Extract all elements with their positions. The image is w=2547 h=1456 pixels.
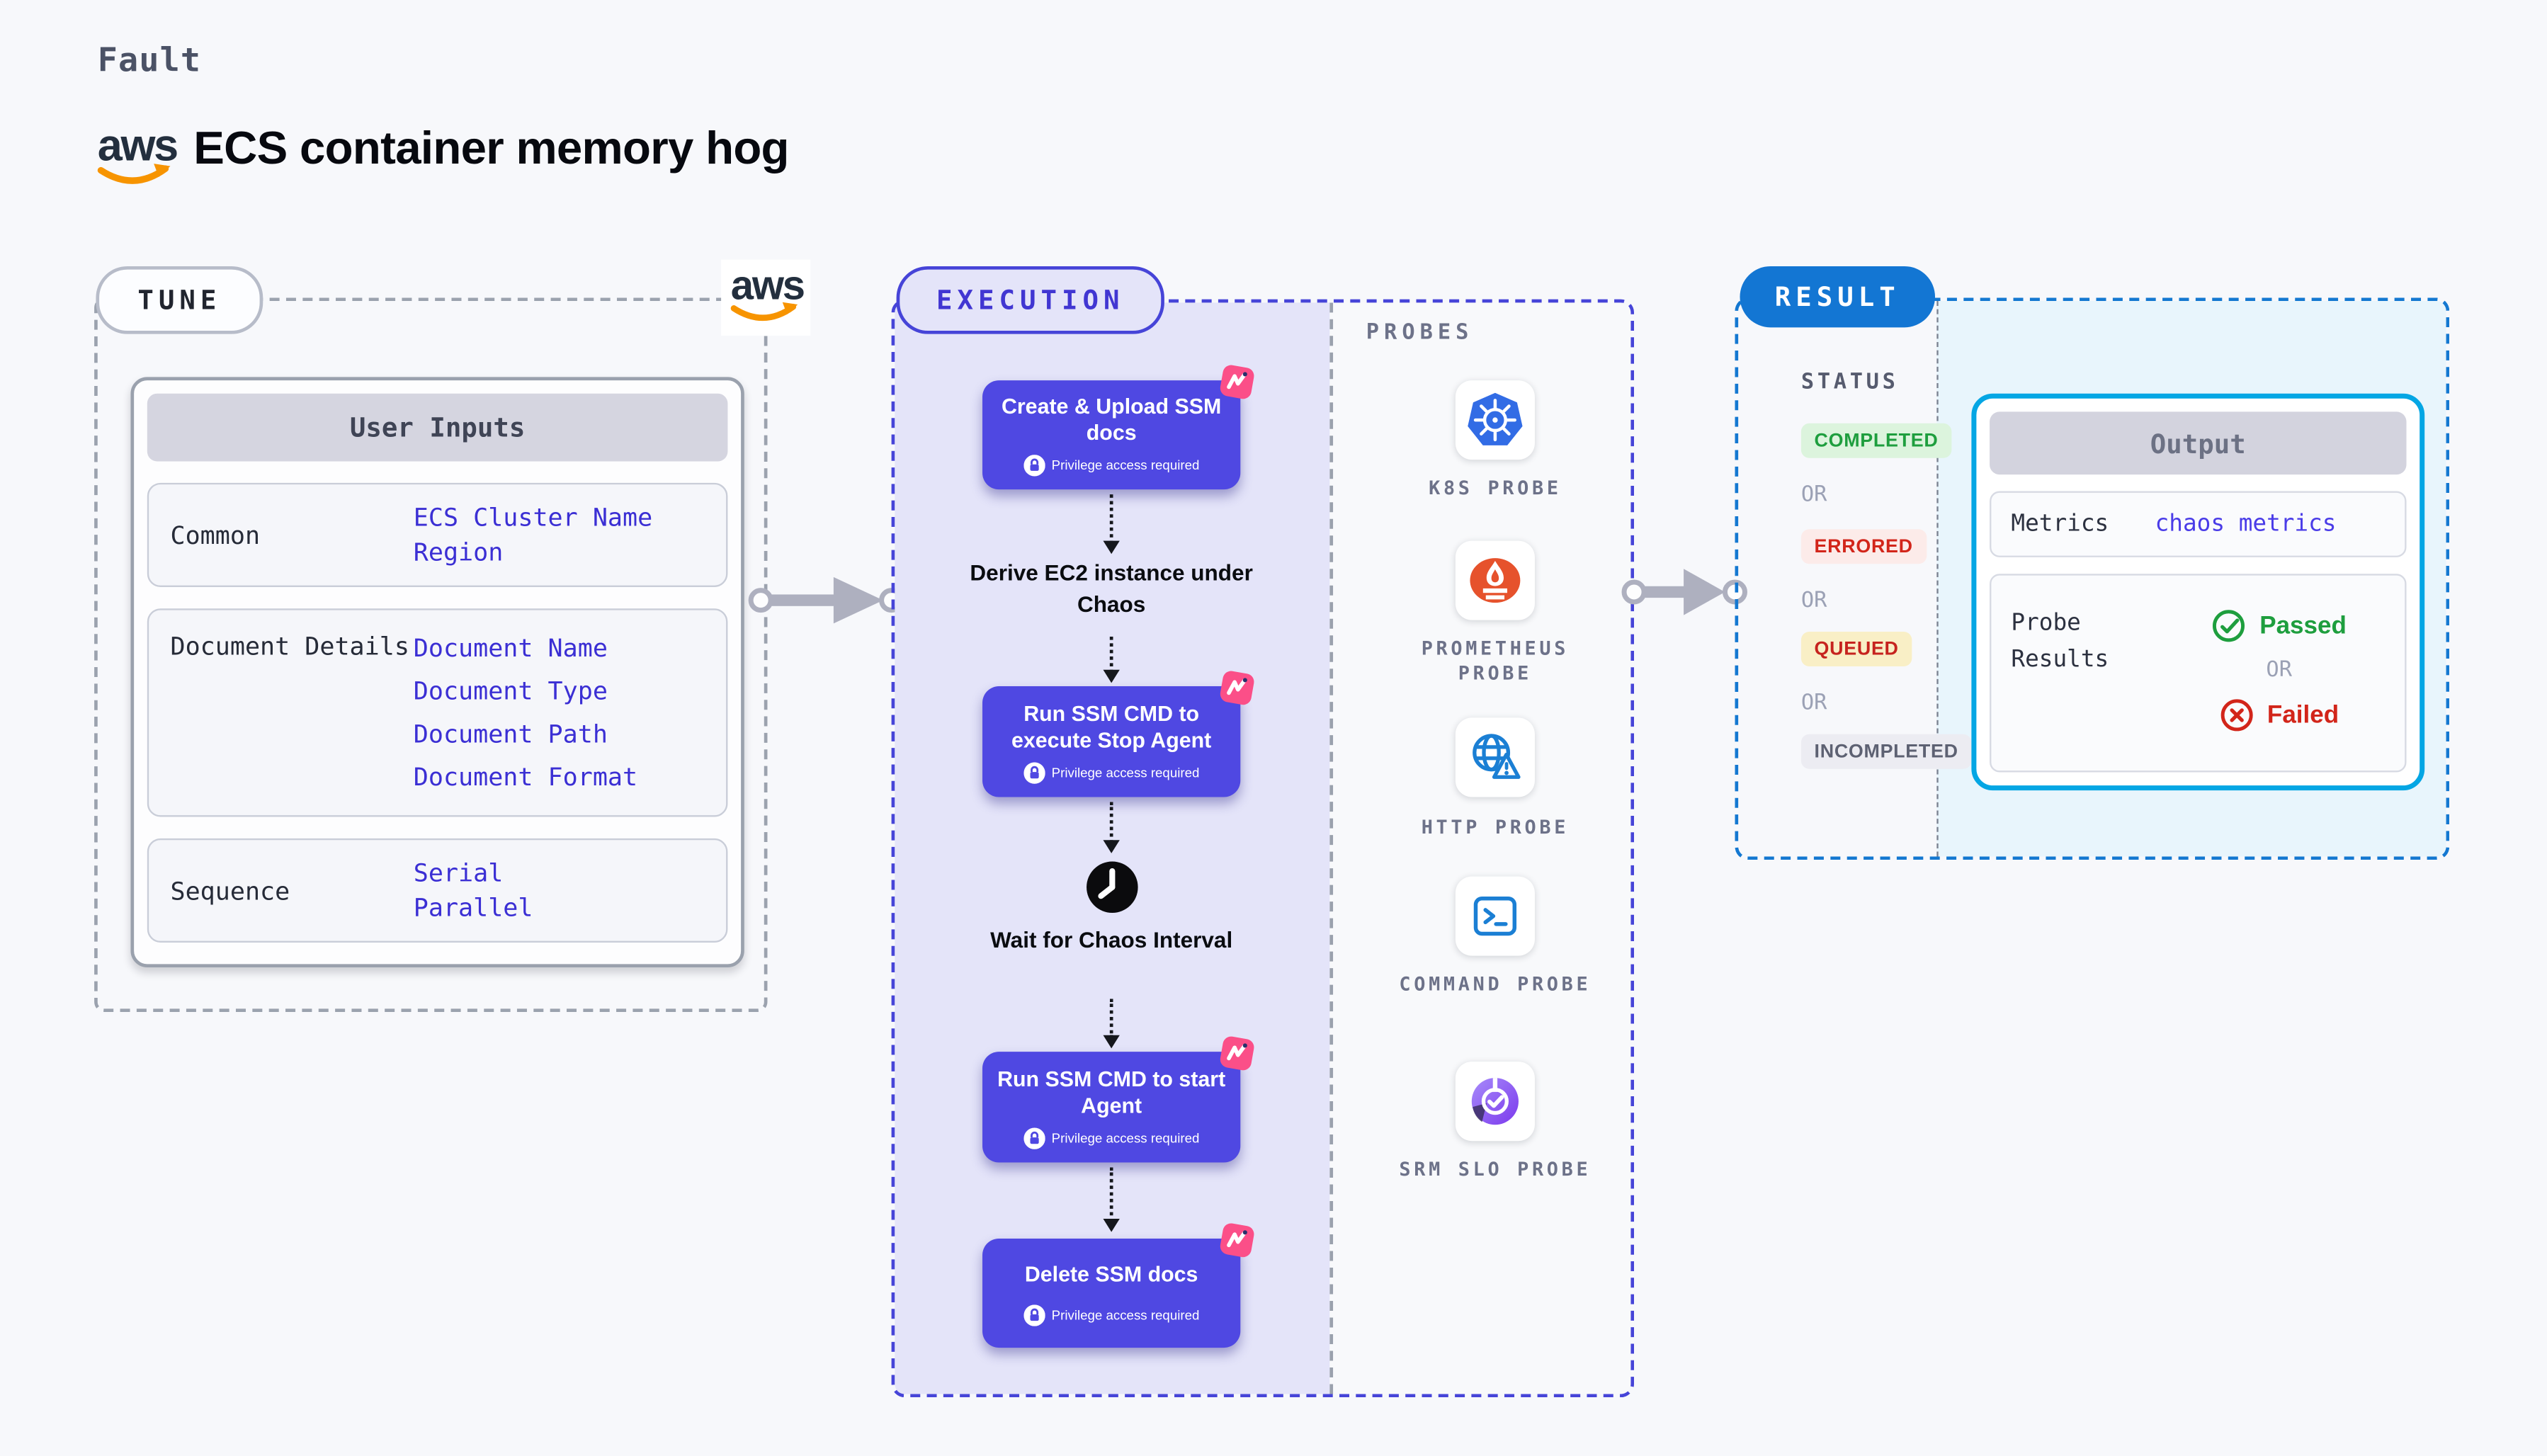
input-value: ECS Cluster Name [413,503,653,533]
check-circle-icon [2213,610,2245,642]
chaos-flag-icon [1220,671,1254,705]
probe-label-k8s: K8S PROBE [1429,476,1562,500]
svg-text:aws: aws [98,124,177,170]
probe-outcome-passed: Passed [2211,608,2347,643]
flow-connector [1103,1167,1120,1232]
input-value: Serial [413,858,504,889]
output-title: Output [1990,411,2407,475]
user-inputs-title: User Inputs [147,393,728,462]
page-title: ECS container memory hog [193,122,789,174]
http-globe-icon [1473,734,1521,779]
flow-arrow-icon [748,576,904,624]
probe-label-command: COMMAND PROBE [1399,972,1592,996]
execution-section: PROBES Create & Upload SSM docs Privileg… [891,299,1635,1398]
table-row-document-details: Document Details Document Name Document … [147,608,728,817]
status-title: STATUS [1800,370,1899,396]
or-separator: OR [1800,691,1827,717]
probe-card-http [1455,717,1535,797]
result-badge: RESULT [1740,266,1936,328]
probe-outcome-failed: Failed [2219,698,2339,732]
probe-label-srm-slo: SRM SLO PROBE [1399,1157,1592,1181]
aws-logo-small: aws [721,259,811,336]
lock-icon [1023,1304,1045,1326]
lock-icon [1023,455,1045,477]
privilege-note: Privilege access required [1023,761,1199,783]
privilege-note: Privilege access required [1023,455,1199,477]
table-row-common: Common ECS Cluster Name Region [147,482,728,587]
execution-badge: EXECUTION [896,266,1164,334]
or-separator: OR [1800,482,1827,508]
flow-arrow-icon [1621,569,1747,615]
result-section: STATUS COMPLETED OR ERRORED OR QUEUED OR… [1735,297,2450,860]
metrics-label: Metrics [2011,511,2109,538]
probe-card-k8s [1455,380,1535,460]
probe-label-http: HTTP PROBE [1421,815,1570,838]
step-run-ssm-stop-agent: Run SSM CMD to execute Stop Agent Privil… [982,671,1254,797]
lock-icon [1023,761,1045,783]
table-row-sequence: Sequence Serial Parallel [147,838,728,943]
result-separator [1936,300,1939,857]
chaos-flag-icon [1220,1036,1254,1071]
kubernetes-icon [1468,392,1523,445]
privilege-note: Privilege access required [1023,1127,1199,1149]
step-delete-ssm-docs: Delete SSM docs Privilege access require… [982,1223,1254,1348]
probes-title: PROBES [1366,321,1474,346]
input-value: Parallel [413,892,533,923]
probes-panel [1329,302,1631,1394]
probe-card-srm-slo [1455,1062,1535,1142]
privilege-note: Privilege access required [1023,1304,1199,1326]
input-value: Region [413,537,504,567]
probe-results-label: Probe Results [2011,610,2109,673]
lock-icon [1023,1127,1045,1149]
status-badge-errored: ERRORED [1800,529,1927,564]
step-create-upload-ssm-docs: Create & Upload SSM docs Privilege acces… [982,365,1254,490]
user-inputs-table: User Inputs Common ECS Cluster Name Regi… [130,377,744,968]
tune-section [94,297,768,1013]
metrics-row: Metrics chaos metrics [1990,491,2407,557]
srm-slo-icon [1471,1078,1519,1125]
chaos-flag-icon [1220,365,1254,399]
input-value: Document Name [413,633,608,664]
fault-kind-label: Fault [97,40,202,80]
input-value: Document Type [413,676,608,707]
probe-results-row: Probe Results Passed OR [1990,574,2407,773]
flow-connector [1103,999,1120,1049]
step-run-ssm-start-agent: Run SSM CMD to start Agent Privilege acc… [982,1036,1254,1163]
or-separator: OR [2266,658,2292,683]
prometheus-icon [1470,558,1521,603]
command-terminal-icon [1473,896,1517,936]
input-value: Document Format [413,762,638,792]
status-badge-completed: COMPLETED [1800,423,1952,458]
or-separator: OR [1800,588,1827,614]
clock-icon [1087,861,1138,914]
flow-connector [1103,802,1120,853]
chaos-flag-icon [1220,1223,1254,1258]
step-derive-ec2: Derive EC2 instance under Chaos [970,560,1253,617]
flow-connector [1103,494,1120,554]
metrics-value: chaos metrics [2155,511,2337,538]
output-panel: Output Metrics chaos metrics Probe Resul… [1971,393,2425,791]
x-circle-icon [2220,699,2253,732]
step-wait-chaos-interval: Wait for Chaos Interval [990,927,1233,952]
aws-logo: aws [94,121,179,202]
probe-card-command [1455,876,1535,956]
svg-text:aws: aws [731,265,804,309]
probe-card-prometheus [1455,540,1535,620]
probe-label-prometheus: PROMETHEUS PROBE [1421,636,1570,685]
status-badge-queued: QUEUED [1800,631,1912,667]
flow-connector [1103,636,1120,683]
probes-separator [1329,302,1334,1394]
tune-badge: TUNE [96,266,263,334]
status-badge-incompleted: INCOMPLETED [1800,734,1972,769]
input-value: Document Path [413,719,608,749]
